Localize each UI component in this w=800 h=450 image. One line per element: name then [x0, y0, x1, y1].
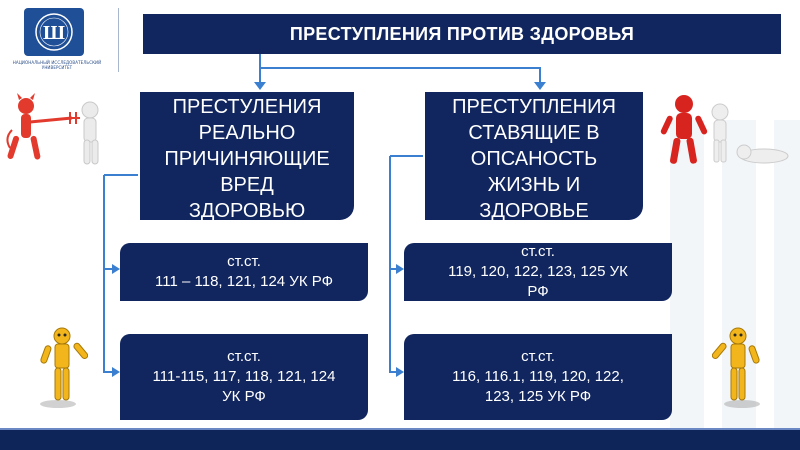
logo-monogram: Ш	[43, 22, 65, 44]
connector-left-trunk	[104, 175, 118, 372]
articles-box-left-2: ст.ст. 111-115, 117, 118, 121, 124 УК РФ	[120, 334, 368, 420]
header-divider	[118, 8, 119, 72]
arrow-left-2	[112, 367, 120, 377]
category-box-endangering: ПРЕСТУПЛЕНИЯ СТАВЯЩИЕ В ОПСАНОСТЬ ЖИЗНЬ …	[425, 92, 643, 220]
logo-emblem: Ш	[24, 8, 84, 56]
arrow-left-1	[112, 264, 120, 274]
articles-list: 111 – 118, 121, 124 УК РФ	[120, 272, 368, 292]
articles-box-right-2: ст.ст. 116, 116.1, 119, 120, 122, 123, 1…	[404, 334, 672, 420]
category-right-line: СТАВЯЩИЕ В	[425, 120, 643, 146]
category-left-line: ВРЕД	[140, 172, 354, 198]
connector-right-trunk	[390, 156, 402, 372]
category-right-line: ОПСАНОСТЬ	[425, 146, 643, 172]
devil-figure-icon	[7, 93, 80, 160]
white-figure-icon	[82, 102, 98, 164]
logo-caption: НАЦИОНАЛЬНЫЙ ИССЛЕДОВАТЕЛЬСКИЙ УНИВЕРСИТ…	[12, 60, 102, 70]
articles-list: 111-115, 117, 118, 121, 124	[120, 367, 368, 387]
category-box-actual-harm: ПРЕСТУЛЕНИЯ РЕАЛЬНО ПРИЧИНЯЮЩИЕ ВРЕД ЗДО…	[140, 92, 354, 220]
arrow-top-left	[254, 82, 266, 90]
white-figure-icon	[712, 104, 728, 162]
red-figure-icon	[660, 95, 708, 164]
articles-code: УК РФ	[120, 387, 368, 407]
category-left-line: РЕАЛЬНО	[140, 120, 354, 146]
arrow-right-2	[396, 367, 404, 377]
articles-prefix: ст.ст.	[404, 347, 672, 367]
articles-prefix: ст.ст.	[120, 347, 368, 367]
category-right-line: ЖИЗНЬ И	[425, 172, 643, 198]
red-figure-illustration	[654, 92, 794, 170]
footer-bar	[0, 430, 800, 450]
yellow-figure-left-illustration	[36, 326, 88, 410]
logo-emblem-graphic: Ш	[24, 8, 84, 56]
articles-box-right-1: ст.ст. 119, 120, 122, 123, 125 УК РФ	[404, 243, 672, 301]
articles-box-left-1: ст.ст. 111 – 118, 121, 124 УК РФ	[120, 243, 368, 301]
page-title: ПРЕСТУПЛЕНИЯ ПРОТИВ ЗДОРОВЬЯ	[143, 14, 781, 54]
connector-top	[260, 54, 540, 84]
yellow-figure-right-illustration	[712, 326, 764, 410]
category-right-line: ЗДОРОВЬЕ	[425, 198, 643, 224]
articles-list: 119, 120, 122, 123, 125 УК	[404, 262, 672, 282]
category-left-line: ПРЕСТУЛЕНИЯ	[140, 94, 354, 120]
articles-code: РФ	[404, 282, 672, 302]
articles-prefix: ст.ст.	[404, 242, 672, 262]
university-logo: Ш НАЦИОНАЛЬНЫЙ ИССЛЕДОВАТЕЛЬСКИЙ УНИВЕРС…	[0, 0, 120, 80]
category-left-line: ЗДОРОВЬЮ	[140, 198, 354, 224]
devil-attack-illustration	[4, 92, 108, 172]
articles-prefix: ст.ст.	[120, 252, 368, 272]
category-left-line: ПРИЧИНЯЮЩИЕ	[140, 146, 354, 172]
yellow-figure-icon	[40, 328, 88, 408]
category-right-line: ПРЕСТУПЛЕНИЯ	[425, 94, 643, 120]
articles-code: 123, 125 УК РФ	[404, 387, 672, 407]
yellow-figure-icon	[712, 328, 760, 408]
fallen-figure-icon	[737, 145, 788, 163]
articles-list: 116, 116.1, 119, 120, 122,	[404, 367, 672, 387]
arrow-top-right	[534, 82, 546, 90]
arrow-right-1	[396, 264, 404, 274]
